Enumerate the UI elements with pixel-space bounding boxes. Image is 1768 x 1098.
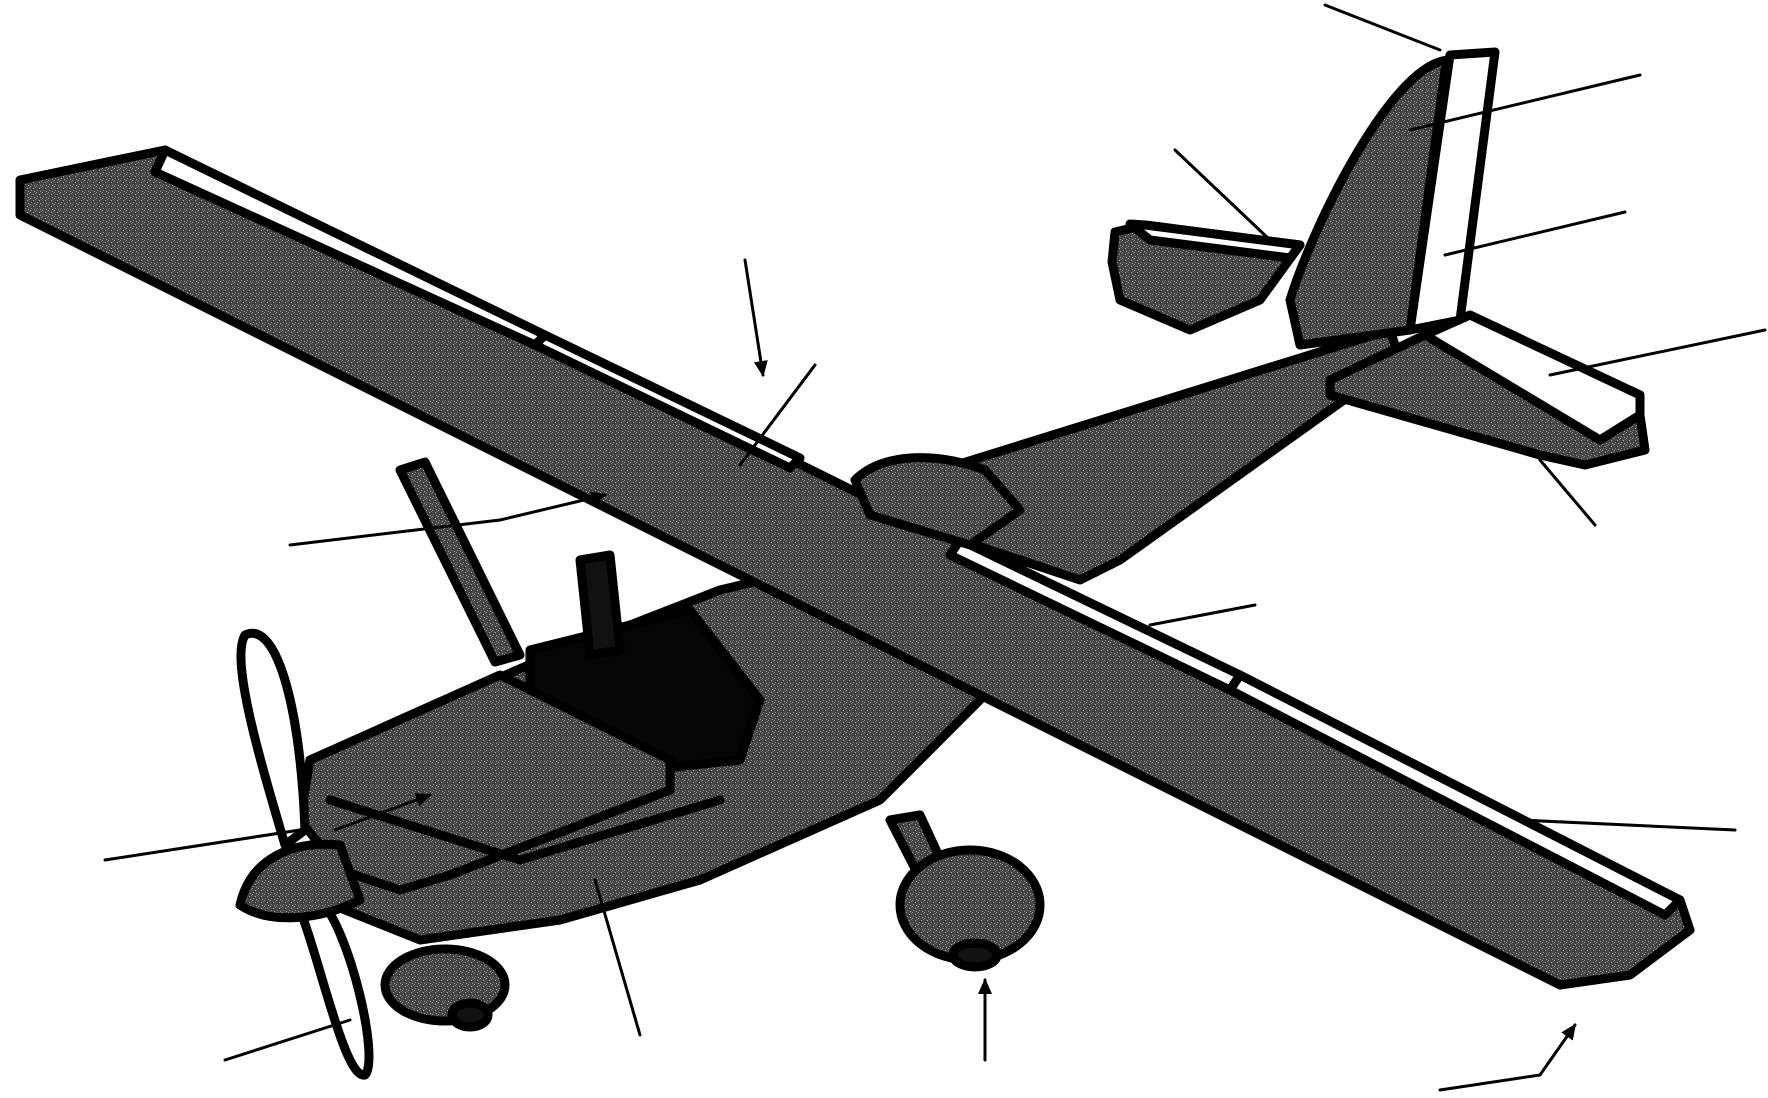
leader-aileron-right — [1518, 818, 1737, 832]
wing-root-fairing — [850, 453, 1025, 550]
leader-stabilizer — [1173, 148, 1272, 242]
propeller-blade-lower — [295, 895, 374, 1080]
leader-elevator-lower — [1538, 458, 1597, 527]
leader-wing-strut — [288, 518, 502, 547]
arrow-leaders — [333, 258, 1577, 1092]
nose-wheel — [447, 998, 493, 1032]
leader-lines — [103, 3, 1767, 1062]
elevator-right — [1420, 310, 1645, 445]
aileron-right — [1225, 670, 1685, 920]
leader-cowling — [593, 878, 642, 1037]
propeller-blade-upper — [236, 628, 310, 850]
arrow-wingtip — [1438, 1023, 1577, 1092]
elevator-left — [1125, 219, 1305, 263]
main-wheel — [948, 938, 1002, 972]
leader-rudder-lower — [1443, 210, 1627, 257]
cowl-seam — [325, 795, 725, 865]
leader-wing-top — [738, 363, 817, 467]
leader-fin — [1408, 73, 1642, 132]
leader-propeller — [103, 828, 302, 862]
engine-cowling — [295, 670, 675, 895]
wing-strut — [395, 457, 525, 667]
arrow-wing-strut — [498, 491, 607, 522]
tailcone — [935, 325, 1405, 585]
door-pillar — [575, 550, 625, 660]
arrow-windshield — [333, 793, 432, 832]
arrow-wing-root — [743, 258, 768, 377]
spinner — [235, 839, 365, 923]
leader-rudder — [1323, 3, 1442, 52]
leader-flap-right — [1148, 603, 1257, 627]
flap-left — [530, 330, 805, 473]
leader-elevator — [1548, 328, 1767, 377]
leader-propeller-lower — [223, 1018, 352, 1062]
